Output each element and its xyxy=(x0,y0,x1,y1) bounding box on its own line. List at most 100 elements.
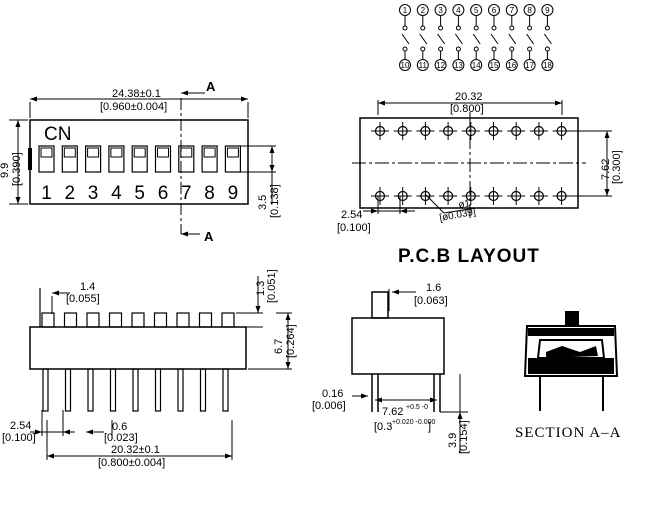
switch-knob xyxy=(87,147,100,158)
side-pin xyxy=(109,368,117,412)
schematic-pin-14: 14 xyxy=(472,61,481,70)
switch-number: 8 xyxy=(204,183,215,204)
side-view: 1.4 [0.055] 1.3 [0.051] 6.7 [0.264] 2.54… xyxy=(2,269,297,469)
side-pin xyxy=(132,368,139,412)
side-act-in: [0.055] xyxy=(66,293,100,305)
schematic-pin-2: 2 xyxy=(421,6,426,15)
switch-number: 1 xyxy=(41,183,52,204)
switch-dim: 3.5 xyxy=(257,195,269,210)
side-pin xyxy=(199,368,207,412)
schematic-pin-3: 3 xyxy=(438,6,443,15)
side-actuator xyxy=(63,312,78,328)
section-a-a: SECTION A–A xyxy=(515,311,620,441)
schematic-pin-18: 18 xyxy=(543,61,552,70)
side-body-h: 6.7 xyxy=(273,339,285,354)
schematic-pin-11: 11 xyxy=(419,61,428,70)
height-dim: 9.9 xyxy=(0,163,11,178)
schematic-pin-17: 17 xyxy=(525,61,534,70)
side-pin xyxy=(42,368,49,412)
end-row-tol: +0.5 -0 xyxy=(406,404,428,411)
side-pitch-in: [0.100] xyxy=(2,432,36,444)
switch-number: 7 xyxy=(181,183,192,204)
side-body-h-in: [0.264] xyxy=(285,324,297,358)
schematic-pin-10: 10 xyxy=(401,61,410,70)
end-row-in-close: ] xyxy=(428,421,431,433)
pcb-pitch-in: [0.100] xyxy=(337,222,371,234)
end-row-tol-in: +0.020 -0.000 xyxy=(392,419,436,426)
switch-number: 4 xyxy=(111,183,122,204)
brand-label: CN xyxy=(44,124,71,145)
switch-knob xyxy=(110,147,123,158)
side-pin: 0.6 xyxy=(112,421,127,433)
end-row: 7.62 xyxy=(382,406,403,418)
schematic-pin-7: 7 xyxy=(510,6,515,15)
end-view: 1.6 [0.063] 0.16 [0.006] 7.62 +0.5 -0 [0… xyxy=(312,282,470,454)
switch-knob xyxy=(226,147,239,158)
schematic-pin-6: 6 xyxy=(492,6,497,15)
side-pin xyxy=(154,368,162,412)
side-actuator xyxy=(108,312,123,328)
pcb-row-in: [0.300] xyxy=(611,150,623,184)
side-body xyxy=(29,326,247,370)
switch-knob xyxy=(133,147,146,158)
section-mark-top: A xyxy=(206,79,216,94)
side-actuator xyxy=(86,312,100,328)
width-dim: 24.38±0.1 xyxy=(112,88,161,100)
side-top: 1.3 xyxy=(255,281,267,296)
end-lead-in: [0.154] xyxy=(458,420,470,454)
side-pin xyxy=(64,368,72,412)
side-pitch: 2.54 xyxy=(10,420,31,432)
end-pin: 0.16 xyxy=(322,388,343,400)
switch-knob xyxy=(157,147,169,158)
side-span-in: [0.800±0.004] xyxy=(98,457,165,469)
side-actuator xyxy=(221,312,235,328)
pcb-row: 7.62 xyxy=(600,159,612,180)
schematic-pin-8: 8 xyxy=(527,6,532,15)
hole-dim: ø1 xyxy=(458,198,472,211)
width-dim-in: [0.960±0.004] xyxy=(100,101,167,113)
end-actuator xyxy=(371,291,389,319)
schematic-pin-12: 12 xyxy=(436,61,445,70)
switch-5 xyxy=(131,145,148,173)
switch-8 xyxy=(201,145,218,173)
switch-knob xyxy=(180,147,193,158)
side-pin-in: [0.023] xyxy=(104,432,138,444)
hole-dim-in: [ø0.039] xyxy=(439,207,477,224)
pcb-layout: 20.32 [0.800] 7.62 [0.300] 2.54 [0.100] … xyxy=(337,91,623,267)
side-actuator xyxy=(198,312,213,328)
side-top-in: [0.051] xyxy=(266,269,278,303)
side-actuator xyxy=(153,312,168,328)
side-act: 1.4 xyxy=(80,281,95,293)
side-pin xyxy=(87,368,94,412)
pcb-holes xyxy=(371,122,571,205)
schematic-pin-16: 16 xyxy=(507,61,516,70)
schematic-pin-13: 13 xyxy=(454,61,463,70)
side-pin xyxy=(177,368,184,412)
switch-2 xyxy=(61,145,78,173)
switch-1 xyxy=(38,145,55,173)
end-body xyxy=(351,317,445,375)
end-pin-in: [0.006] xyxy=(312,400,346,412)
end-act: 1.6 xyxy=(426,282,441,294)
switch-7 xyxy=(178,145,195,173)
switch-knob xyxy=(40,147,53,158)
schematic-pin-1: 1 xyxy=(403,6,408,15)
switch-4 xyxy=(108,145,125,173)
schematic-pin-9: 9 xyxy=(545,6,550,15)
switch-knob xyxy=(203,147,216,158)
side-span: 20.32±0.1 xyxy=(111,444,160,456)
switch-dim-in: [0.138] xyxy=(269,184,281,218)
section-mark-bottom: A xyxy=(204,229,214,244)
side-actuator xyxy=(176,312,190,328)
switch-number: 5 xyxy=(134,183,145,204)
pcb-span-in: [0.800] xyxy=(450,103,484,115)
schematic-pin-5: 5 xyxy=(474,6,479,15)
side-actuator xyxy=(41,312,55,328)
end-lead: 3.9 xyxy=(447,433,459,448)
switch-9 xyxy=(224,145,241,173)
pcb-title: P.C.B LAYOUT xyxy=(398,246,540,267)
side-actuator xyxy=(131,312,145,328)
